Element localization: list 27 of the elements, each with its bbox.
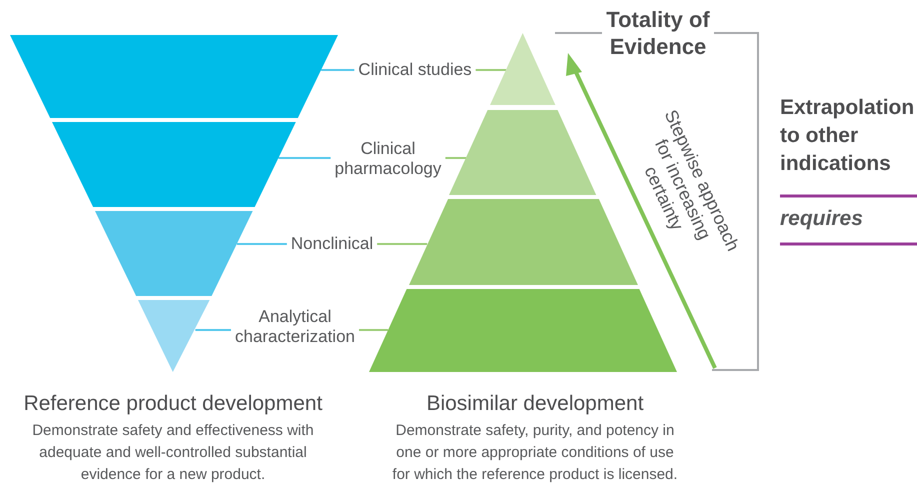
tier-label: Clinical pharmacology: [326, 139, 450, 179]
pyramid-title: Reference product development: [22, 391, 324, 417]
tier-label: Nonclinical: [282, 234, 382, 254]
pyramid-title: Biosimilar development: [425, 391, 645, 417]
pyramid-tier: [10, 35, 338, 118]
pyramid-tier: [490, 33, 556, 105]
pyramid-description: Demonstrate safety and effectiveness with adequate and well-controlled substantial evidence for a new product.: [31, 421, 315, 485]
pyramid-tier: [449, 110, 597, 195]
pyramid-tier: [52, 122, 296, 207]
pyramid-tier: [408, 199, 638, 285]
pyramid-description: Demonstrate safety, purity, and potency in one or more appropriate conditions of use for which the reference product is licensed.: [392, 421, 678, 485]
leader-line: [321, 69, 354, 71]
pyramid-tier: [95, 211, 253, 296]
relation-label: requires: [780, 206, 864, 232]
tier-label: Analytical characterization: [224, 307, 366, 347]
pyramid-tier: [369, 289, 677, 372]
leader-line: [359, 329, 388, 331]
leader-line: [377, 243, 428, 245]
leader-line: [476, 69, 506, 71]
leader-line: [278, 157, 331, 159]
leader-line: [195, 329, 231, 331]
leader-line: [445, 157, 466, 159]
outcome-heading: Extrapolation to other indications: [780, 95, 916, 177]
tier-label: Clinical studies: [344, 60, 486, 80]
bracket-title: Totality of Evidence: [605, 6, 711, 60]
pyramid-tier: [138, 300, 210, 372]
leader-line: [236, 243, 287, 245]
